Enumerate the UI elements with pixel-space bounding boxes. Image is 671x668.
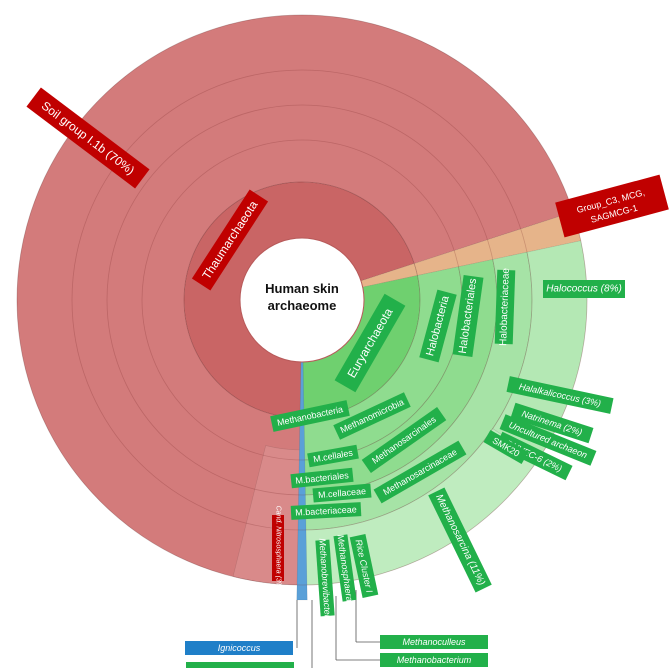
svg-text:Halobacteriaceae: Halobacteriaceae	[498, 267, 512, 346]
center-title-line2: archaeome	[268, 298, 337, 313]
svg-text:Methanoculleus: Methanoculleus	[402, 637, 466, 647]
label-halococcus: Halococcus (8%)	[543, 280, 625, 298]
label-m-cellales: M.cellales	[307, 444, 359, 468]
svg-text:M.cellaceae: M.cellaceae	[318, 486, 367, 500]
wedge-soil-group	[16, 14, 574, 586]
label-halobacteriaceae: Halobacteriaceae	[494, 267, 516, 346]
label-methanobacterium: Methanobacterium	[380, 653, 488, 667]
svg-text:Halococcus (8%): Halococcus (8%)	[546, 284, 622, 295]
svg-text:Methanobacterium: Methanobacterium	[397, 655, 472, 665]
label-group-c3: Group_C3, MCG,SAGMCG-1	[555, 174, 669, 238]
ring-line-4	[16, 14, 588, 586]
cropped-label-box	[186, 662, 294, 668]
center-title-line1: Human skin	[265, 281, 339, 296]
wedge-cand-nitrososphaera	[232, 445, 303, 586]
label-methanobrevibacter: Methanobrevibacter	[315, 538, 335, 619]
leader-lines	[296, 590, 380, 668]
svg-text:Cand. Nitrososphaera (3%): Cand. Nitrososphaera (3%)	[275, 506, 282, 591]
label-cand-nitrososphaera: Cand. Nitrososphaera (3%)	[272, 506, 284, 591]
label-m-bacteriales: M.bacteriales	[290, 467, 354, 489]
ring-line-3	[71, 69, 533, 531]
label-ignicoccus: Ignicoccus	[185, 641, 293, 655]
svg-text:M.bacteriaceae: M.bacteriaceae	[295, 504, 357, 517]
svg-text:Ignicoccus: Ignicoccus	[218, 643, 261, 653]
label-halobacteriales: Halobacteriales	[452, 274, 484, 358]
label-m-cellaceae: M.cellaceae	[312, 483, 372, 503]
center-hole	[239, 237, 365, 363]
label-m-bacteriaceae: M.bacteriaceae	[290, 502, 362, 520]
label-methanoculleus: Methanoculleus	[380, 635, 488, 649]
